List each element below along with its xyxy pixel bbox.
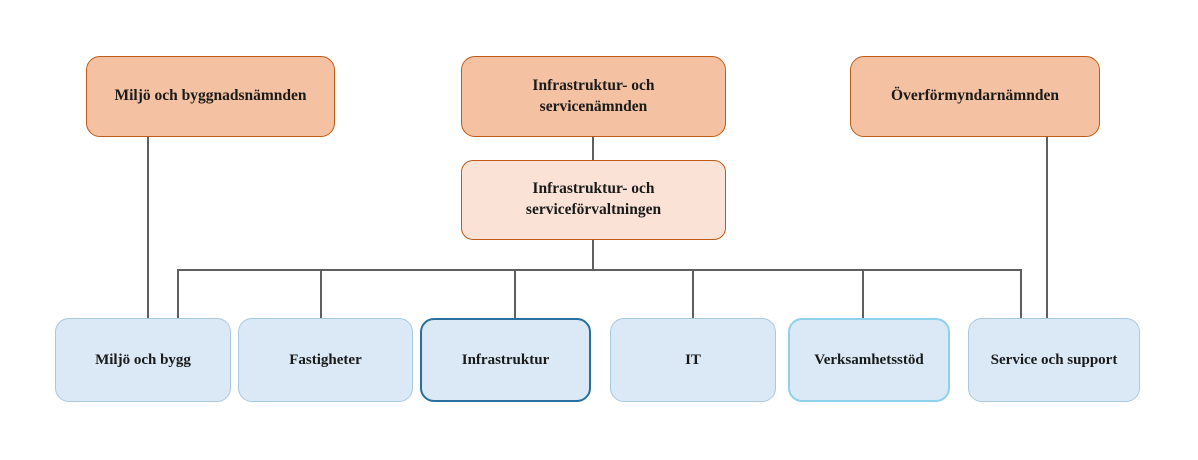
connector-miljonamnd-to-miljobygg <box>147 137 149 318</box>
node-label: Verksamhetsstöd <box>814 351 924 368</box>
node-infrastruktur-och-serviceforvaltningen[interactable]: Infrastruktur- och serviceförvaltningen <box>461 160 726 240</box>
node-label: Service och support <box>990 351 1118 368</box>
node-label: Miljö och bygg <box>95 351 191 368</box>
node-service-och-support[interactable]: Service och support <box>968 318 1140 402</box>
node-label: Miljö och byggnadsnämnden <box>114 87 307 105</box>
node-infrastruktur[interactable]: Infrastruktur <box>420 318 591 402</box>
connector-forvaltningen-stem <box>592 240 594 271</box>
connector-overformyndarnamnden-to-service <box>1046 137 1048 318</box>
connector-bus-drop-verksamhetsstod <box>862 269 864 318</box>
connector-servicenamnden-to-forvaltningen <box>592 137 594 160</box>
node-label: Överförmyndarnämnden <box>891 87 1059 105</box>
connector-bus-drop-fastigheter <box>320 269 322 318</box>
connector-bus-drop-service-och-support <box>1020 269 1022 318</box>
node-label: Infrastruktur- och serviceförvaltningen <box>525 180 662 218</box>
node-miljo-och-bygg[interactable]: Miljö och bygg <box>55 318 231 402</box>
connector-bus-drop-infrastruktur <box>514 269 516 318</box>
node-overformyndarnamnden[interactable]: Överförmyndarnämnden <box>850 56 1100 137</box>
connector-distribution-bus <box>178 269 1022 271</box>
connector-bus-drop-miljo-och-bygg <box>177 269 179 318</box>
connector-bus-drop-it <box>692 269 694 318</box>
node-verksamhetsstod[interactable]: Verksamhetsstöd <box>788 318 950 402</box>
node-it[interactable]: IT <box>610 318 776 402</box>
node-miljo-och-byggnadsnamnden[interactable]: Miljö och byggnadsnämnden <box>86 56 335 137</box>
node-label: Infrastruktur <box>461 351 550 368</box>
node-label: IT <box>685 351 701 368</box>
node-label: Fastigheter <box>289 351 362 368</box>
node-fastigheter[interactable]: Fastigheter <box>238 318 413 402</box>
node-label: Infrastruktur- och servicenämnden <box>532 76 655 115</box>
node-infrastruktur-och-servicenamnden[interactable]: Infrastruktur- och servicenämnden <box>461 56 726 137</box>
